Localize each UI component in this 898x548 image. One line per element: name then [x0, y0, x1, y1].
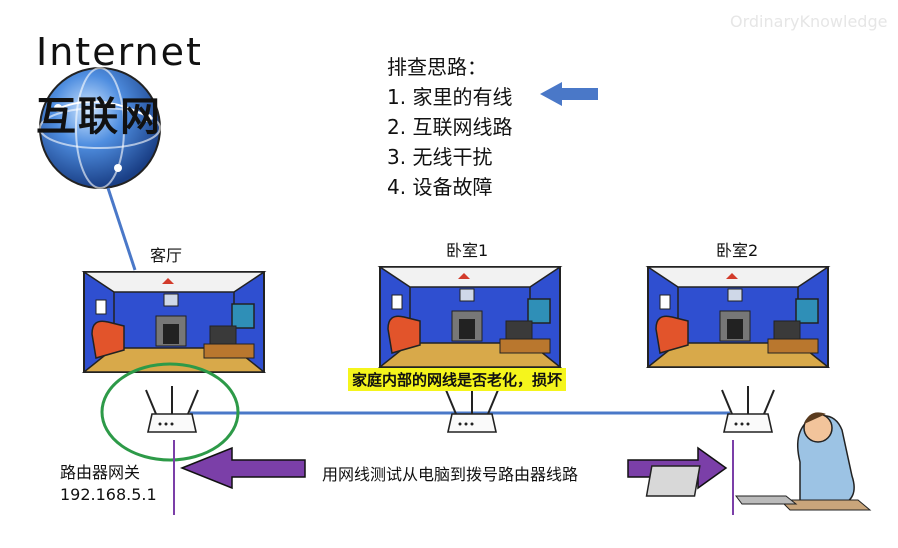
room-label-bedroom1: 卧室1	[446, 241, 489, 260]
router-living-icon	[145, 385, 199, 433]
troubleshooting-title: 排查思路：	[387, 55, 487, 79]
step-item: 1. 家里的有线	[387, 85, 513, 109]
internal-cable-caption: 家庭内部的网线是否老化，损坏	[348, 368, 567, 391]
room-label-bedroom2: 卧室2	[716, 241, 759, 260]
arrow-left-purple	[179, 446, 306, 490]
gateway-highlight-circle	[100, 362, 240, 462]
step-item: 2. 互联网线路	[387, 115, 513, 139]
room-bedroom1-illustration	[379, 266, 561, 368]
user-laptop-illustration	[645, 412, 872, 511]
arrow-step1-blue	[540, 82, 598, 106]
internet-title: Internet	[36, 30, 203, 74]
gateway-label: 路由器网关 192.168.5.1	[60, 462, 157, 506]
router-bedroom1-icon	[445, 385, 499, 433]
router-bedroom2-icon	[721, 385, 775, 433]
room-label-living: 客厅	[150, 246, 183, 265]
room-living-illustration	[83, 271, 265, 373]
internet-cable-line	[106, 187, 137, 271]
gateway-title: 路由器网关	[60, 463, 141, 482]
internet-title-cn: 互联网	[36, 94, 162, 140]
step-item: 4. 设备故障	[387, 175, 493, 199]
troubleshooting-list: 排查思路： 1. 家里的有线 2. 互联网线路 3. 无线干扰 4. 设备故障	[387, 52, 512, 202]
watermark: OrdinaryKnowledge	[730, 12, 888, 31]
test-path-label: 用网线测试从电脑到拨号路由器线路	[322, 465, 579, 484]
gateway-ip: 192.168.5.1	[60, 485, 157, 504]
internet-globe-icon	[39, 67, 161, 189]
step-item: 3. 无线干扰	[387, 145, 493, 169]
room-bedroom2-illustration	[647, 266, 829, 368]
